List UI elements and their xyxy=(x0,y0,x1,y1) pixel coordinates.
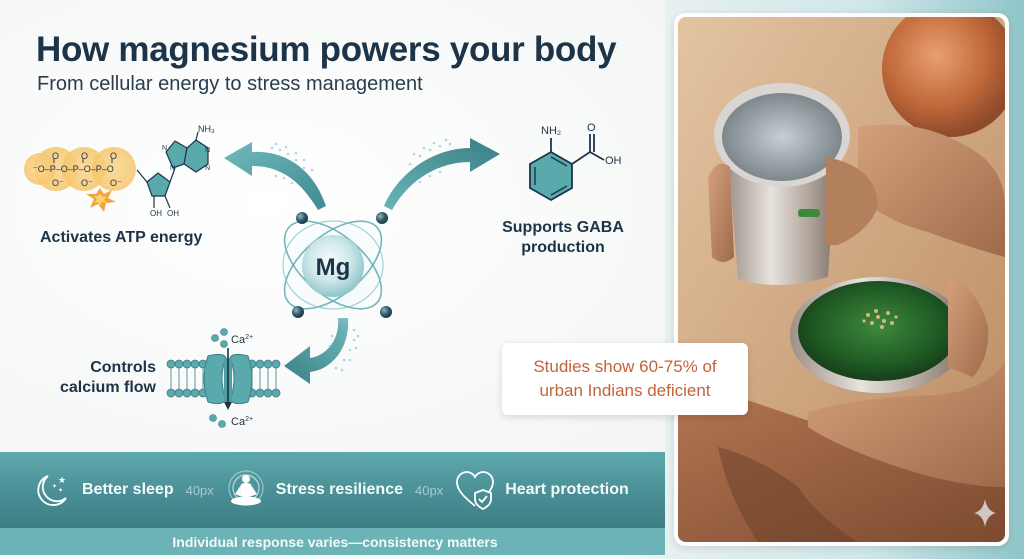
arrow-to-atp xyxy=(224,142,326,210)
calcium-channel: Ca2+ Ca2+ xyxy=(166,328,281,428)
atp-molecule: ⁻O–P–O–P–O–P–O O‖ O‖ O‖ O⁻ O⁻ O⁻ OH OH N… xyxy=(33,124,215,218)
gaba-label-line-1: Supports GABA xyxy=(502,219,624,236)
footer-note: Individual response varies—consistency m… xyxy=(172,533,498,550)
svg-text:Ca2+: Ca2+ xyxy=(231,334,253,346)
deficiency-stat-callout: Studies show 60-75% of urban Indians def… xyxy=(502,343,748,415)
sparkle-icon xyxy=(974,499,996,527)
electron xyxy=(292,306,304,318)
food-photo xyxy=(678,17,1005,542)
benefit-stress-resilience: Stress resilience xyxy=(224,468,403,512)
svg-text:N: N xyxy=(205,165,210,172)
benefit-label: Stress resilience xyxy=(275,481,403,498)
svg-text:O⁻: O⁻ xyxy=(110,178,122,188)
svg-text:Mg: Mg xyxy=(316,254,351,281)
spacer-label: 40px xyxy=(415,482,444,498)
svg-text:✦: ✦ xyxy=(58,487,63,494)
callout-line-2: urban Indians deficient xyxy=(539,381,711,400)
magnesium-diagram: ⁻O–P–O–P–O–P–O O‖ O‖ O‖ O⁻ O⁻ O⁻ OH OH N… xyxy=(24,122,622,428)
magnesium-atom: Mg xyxy=(271,203,395,327)
svg-text:N: N xyxy=(170,165,175,172)
photo-illustration xyxy=(678,17,1005,542)
svg-text:N: N xyxy=(162,145,167,152)
svg-text:N: N xyxy=(205,147,210,154)
benefit-better-sleep: ★ ✦ ✦ Better sleep xyxy=(30,468,174,512)
benefit-heart-protection: Heart protection xyxy=(453,468,629,512)
svg-text:‖: ‖ xyxy=(82,159,84,165)
gaba-molecule: NH₂ O OH xyxy=(529,122,622,202)
svg-text:✦: ✦ xyxy=(52,483,57,490)
page-subtitle: From cellular energy to stress managemen… xyxy=(37,73,423,95)
svg-text:O: O xyxy=(587,122,596,134)
svg-text:NH₃: NH₃ xyxy=(198,124,215,134)
calcium-label: Controls calcium flow xyxy=(40,358,156,398)
energy-spark-icon xyxy=(86,188,116,212)
photo-card xyxy=(674,13,1009,546)
calcium-label-line-2: calcium flow xyxy=(59,379,156,396)
calcium-label-line-1: Controls xyxy=(90,359,156,376)
svg-text:Ca2+: Ca2+ xyxy=(231,416,253,428)
electron xyxy=(376,212,388,224)
benefit-label: Heart protection xyxy=(505,481,629,498)
spacer-label: 40px xyxy=(185,482,214,498)
svg-text:O: O xyxy=(110,151,117,161)
svg-text:‖: ‖ xyxy=(111,159,113,165)
footer-note-strip: Individual response varies—consistency m… xyxy=(0,528,665,555)
benefits-band: ★ ✦ ✦ Better sleep 40px Stress resilienc xyxy=(0,452,665,528)
benefit-label: Better sleep xyxy=(82,481,174,498)
svg-text:O: O xyxy=(81,151,88,161)
callout-line-1: Studies show 60-75% of xyxy=(533,357,717,376)
svg-text:O⁻: O⁻ xyxy=(81,178,93,188)
electron xyxy=(380,306,392,318)
arrow-to-gaba xyxy=(384,138,500,210)
atp-phosphate-glow xyxy=(24,147,136,191)
moon-stars-icon: ★ ✦ ✦ xyxy=(30,468,74,512)
atp-label: Activates ATP energy xyxy=(40,229,203,246)
heart-shield-icon xyxy=(453,468,497,512)
svg-text:OH: OH xyxy=(605,155,622,167)
svg-text:NH₂: NH₂ xyxy=(541,125,561,137)
svg-text:OH: OH xyxy=(167,209,179,218)
meditation-icon xyxy=(224,468,268,512)
page-title: How magnesium powers your body xyxy=(36,30,617,69)
svg-text:⁻O–P–O–P–O–P–O: ⁻O–P–O–P–O–P–O xyxy=(33,164,114,174)
svg-text:★: ★ xyxy=(58,475,66,485)
svg-text:O⁻: O⁻ xyxy=(52,178,64,188)
svg-text:‖: ‖ xyxy=(53,159,55,165)
svg-text:OH: OH xyxy=(150,209,162,218)
magnesium-nucleus xyxy=(302,235,364,297)
svg-text:O: O xyxy=(52,151,59,161)
gaba-label-line-2: production xyxy=(521,239,605,256)
electron xyxy=(296,212,308,224)
arrow-to-calcium xyxy=(284,318,360,384)
gaba-label: Supports GABA production xyxy=(490,218,636,258)
